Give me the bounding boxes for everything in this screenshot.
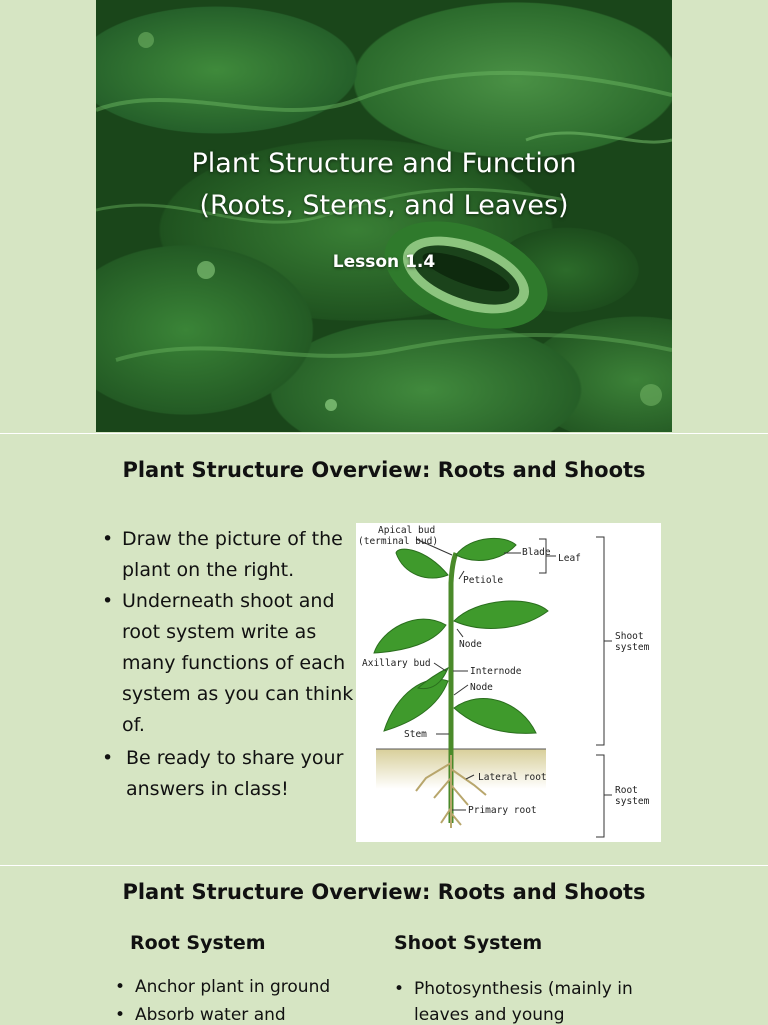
shoot-system-heading: Shoot System — [394, 932, 543, 954]
plant-structure-diagram: Apical bud (terminal bud) Blade Leaf Pet… — [356, 523, 661, 842]
label-primary-root: Primary root — [468, 805, 537, 816]
label-shoot-system-1: Shoot — [615, 631, 644, 642]
label-root-system-1: Root — [615, 785, 638, 796]
list-item: Photosynthesis (mainly in leaves and you… — [392, 976, 652, 1025]
label-internode: Internode — [470, 666, 522, 677]
label-leaf: Leaf — [558, 553, 581, 564]
label-apical-bud: Apical bud — [378, 525, 435, 536]
label-root-system-2: system — [615, 796, 650, 807]
overview-slide: Plant Structure Overview: Roots and Shoo… — [0, 433, 768, 865]
title-slide: Plant Structure and Function (Roots, Ste… — [0, 0, 768, 432]
label-petiole: Petiole — [463, 575, 503, 586]
lesson-number: Lesson 1.4 — [332, 252, 436, 272]
slide-title: Plant Structure Overview: Roots and Shoo… — [122, 458, 646, 482]
label-node-upper: Node — [459, 639, 482, 650]
title-line-1: Plant Structure and Function — [191, 148, 577, 179]
label-terminal-bud: (terminal bud) — [358, 536, 438, 547]
list-item: Draw the picture of the plant on the rig… — [100, 524, 362, 586]
leaf-shapes — [373, 537, 549, 734]
list-item: Anchor plant in ground — [113, 973, 373, 1001]
list-item: Be ready to share your answers in class! — [100, 743, 362, 805]
title-line-2: (Roots, Stems, and Leaves) — [199, 190, 569, 221]
soil-shading — [376, 749, 546, 789]
stem-shape — [448, 552, 459, 823]
label-node-lower: Node — [470, 682, 493, 693]
label-stem: Stem — [404, 729, 427, 740]
instruction-list: Draw the picture of the plant on the rig… — [100, 524, 362, 805]
root-system-heading: Root System — [130, 932, 266, 954]
label-axillary-bud: Axillary bud — [362, 658, 431, 669]
systems-slide: Plant Structure Overview: Roots and Shoo… — [0, 865, 768, 1025]
root-function-list: Anchor plant in ground Absorb water and — [113, 973, 373, 1025]
list-item: Underneath shoot and root system write a… — [100, 586, 362, 741]
stomata-micrograph-image — [96, 0, 672, 432]
label-shoot-system-2: system — [615, 642, 650, 653]
diagram-brackets — [415, 536, 612, 838]
presentation-title: Plant Structure and Function (Roots, Ste… — [96, 143, 672, 227]
root-shapes — [415, 755, 487, 828]
label-blade: Blade — [522, 547, 551, 558]
shoot-function-list: Photosynthesis (mainly in leaves and you… — [392, 976, 652, 1025]
slide-title: Plant Structure Overview: Roots and Shoo… — [122, 880, 646, 904]
label-lateral-root: Lateral root — [478, 772, 547, 783]
list-item: Absorb water and — [113, 1001, 373, 1025]
